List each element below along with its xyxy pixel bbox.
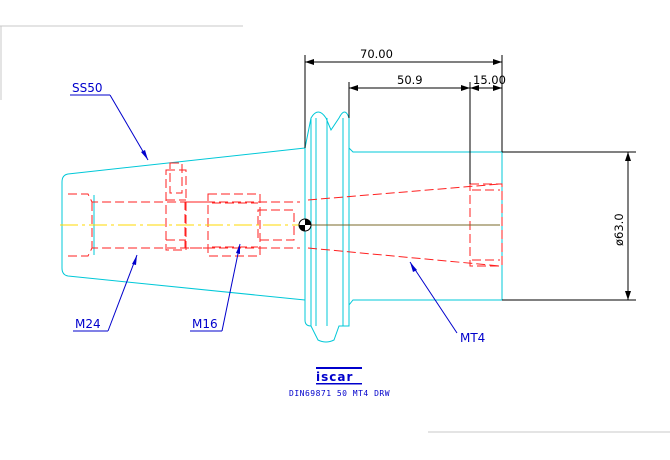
center-point-icon — [298, 218, 312, 232]
drawing-id: DIN69871 50 MT4 DRW — [289, 389, 390, 398]
label-thread-rear: M24 — [75, 317, 101, 331]
iscar-logo: iscar — [316, 367, 362, 385]
dimension-arrows — [305, 59, 631, 300]
sheet-frame — [0, 25, 670, 433]
dimension-body-length: 50.9 — [397, 73, 423, 87]
dimension-flange-offset: 15.00 — [473, 73, 506, 87]
dimension-overall-length: 70.00 — [360, 47, 393, 61]
label-morse-taper: MT4 — [460, 331, 485, 345]
dimension-flange-diameter: ø63.0 — [612, 213, 626, 246]
svg-text:iscar: iscar — [316, 370, 353, 384]
leader-arrows — [132, 150, 417, 272]
label-thread-front: M16 — [192, 317, 218, 331]
hidden-features — [68, 162, 503, 267]
label-taper: SS50 — [72, 81, 103, 95]
shank-outline — [61, 111, 503, 343]
leader-lines — [70, 94, 458, 334]
